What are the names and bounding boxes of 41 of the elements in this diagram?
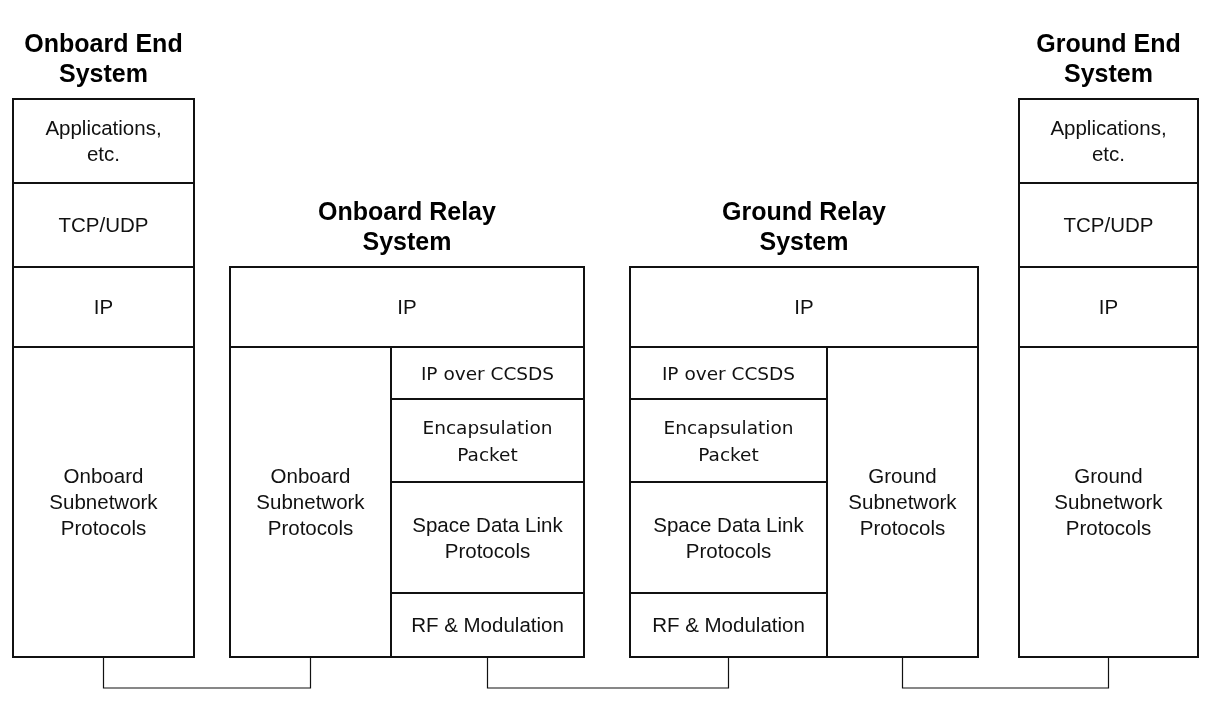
connector-line: [102, 657, 312, 689]
layer-label: Space Data Link Protocols: [411, 511, 564, 564]
layer-label: Space Data Link Protocols: [652, 511, 805, 564]
layer-label: Ground Subnetwork Protocols: [847, 463, 958, 541]
system-heading: Onboard End System: [23, 28, 184, 88]
protocol-layer: [229, 266, 585, 348]
protocol-layer: [1018, 182, 1199, 268]
protocol-layer: [12, 346, 195, 658]
system-heading: Onboard Relay System: [317, 196, 497, 256]
connector-line: [901, 657, 1110, 689]
layer-label: Applications, etc.: [1049, 115, 1168, 167]
layer-label: TCP/UDP: [58, 212, 149, 238]
protocol-layer: [826, 346, 979, 658]
protocol-layer: [12, 98, 195, 184]
protocol-layer: [629, 592, 828, 658]
layer-label: IP: [794, 294, 814, 320]
protocol-layer: [629, 266, 979, 348]
protocol-layer: [12, 182, 195, 268]
layer-label: RF & Modulation: [411, 612, 564, 638]
protocol-layer: [390, 592, 585, 658]
protocol-layer: [1018, 346, 1199, 658]
layer-label: Encapsulation Packet: [662, 415, 795, 467]
layer-label: Onboard Subnetwork Protocols: [255, 463, 366, 541]
protocol-layer: [12, 266, 195, 348]
system-heading: Ground Relay System: [721, 196, 887, 256]
layer-label: IP: [1098, 294, 1119, 320]
protocol-layer: [229, 346, 392, 658]
layer-label: Onboard Subnetwork Protocols: [48, 463, 159, 541]
layer-label: IP: [93, 294, 114, 320]
protocol-layer: [1018, 266, 1199, 348]
layer-label: IP over CCSDS: [420, 361, 555, 386]
layer-label: Encapsulation Packet: [421, 415, 554, 467]
layer-label: TCP/UDP: [1063, 212, 1154, 238]
layer-label: RF & Modulation: [652, 612, 805, 638]
layer-label: Ground Subnetwork Protocols: [1053, 463, 1164, 541]
system-heading: Ground End System: [1035, 28, 1182, 88]
protocol-layer: [1018, 98, 1199, 184]
layer-label: Applications, etc.: [44, 115, 163, 167]
layer-label: IP over CCSDS: [661, 361, 796, 386]
layer-label: IP: [397, 294, 417, 320]
connector-line: [486, 657, 730, 689]
